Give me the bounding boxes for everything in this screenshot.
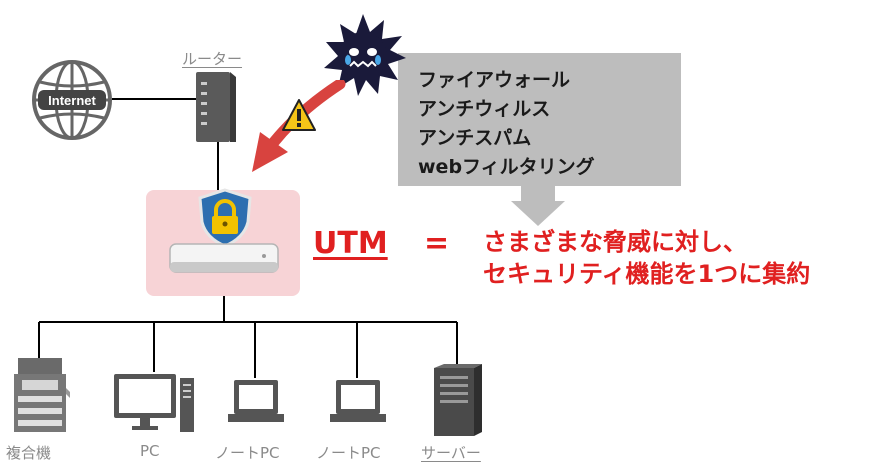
device-label-laptop-1: ノートPC: [215, 444, 280, 462]
utm-description-line-1: さまざまな脅威に対し、: [483, 228, 747, 256]
router-icon: [196, 72, 236, 142]
pc-icon: [114, 374, 194, 432]
shield-lock-icon: [198, 188, 252, 248]
laptop-icon-1: [228, 380, 284, 422]
utm-description-line-2: セキュリティ機能を1つに集約: [483, 260, 811, 288]
router-label: ルーター: [182, 50, 243, 68]
globe-icon: Internet: [32, 60, 112, 140]
device-label-pc: PC: [140, 442, 160, 460]
utm-label: UTM: [313, 226, 388, 261]
threat-feature-list: ファイアウォール アンチウィルス アンチスパム webフィルタリング: [418, 66, 595, 182]
virus-icon: [324, 14, 406, 96]
equals-sign: =: [424, 226, 450, 261]
feature-firewall: ファイアウォール: [418, 69, 571, 91]
device-label-server: サーバー: [421, 444, 481, 462]
threat-callout: [398, 53, 681, 226]
device-label-mfp: 複合機: [6, 444, 52, 462]
laptop-icon-2: [330, 380, 386, 422]
feature-web-filtering: webフィルタリング: [418, 156, 595, 178]
feature-antispam: アンチスパム: [418, 127, 532, 149]
mfp-icon: [14, 358, 70, 432]
warning-icon: [282, 99, 316, 131]
utm-device-icon: [169, 243, 279, 273]
utm-description: さまざまな脅威に対し、 セキュリティ機能を1つに集約: [483, 226, 810, 290]
device-label-laptop-2: ノートPC: [316, 444, 381, 462]
server-icon: [434, 364, 482, 436]
feature-antivirus: アンチウィルス: [418, 98, 551, 120]
internet-label: Internet: [48, 93, 96, 108]
